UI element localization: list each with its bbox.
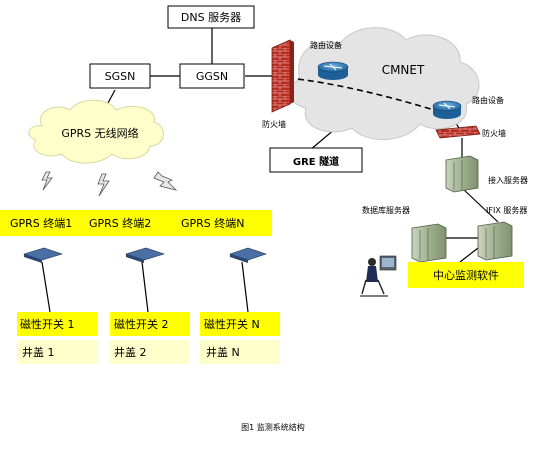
gprs-terminal-icon xyxy=(23,247,63,263)
firewall-label-2: 防火墙 xyxy=(482,128,506,138)
sgsn-box: SGSN xyxy=(89,63,151,89)
cmnet-cloud: CMNET xyxy=(289,27,480,140)
gprs-cloud-shape xyxy=(28,99,164,164)
gprs-terminal-icon xyxy=(229,247,267,263)
gre-tunnel-dashed-line xyxy=(287,77,441,113)
ifix-server-label: IFIX 服务器 xyxy=(486,205,527,215)
switch-1-label: 磁性开关 1 xyxy=(20,317,75,331)
cmnet-cloud-shape xyxy=(289,27,480,140)
terminal-row-background xyxy=(0,210,272,236)
switch-1-box: 磁性开关 1 xyxy=(17,312,97,336)
center-software-box: 中心监测软件 xyxy=(408,262,524,288)
ggsn-label: GGSN xyxy=(196,70,228,83)
access-server-label: 接入服务器 xyxy=(488,175,528,185)
figure-caption: 图1 监测系统结构 xyxy=(241,422,305,432)
terminal-n-label: GPRS 终端N xyxy=(181,216,245,230)
router-icon xyxy=(432,100,462,119)
dns-server-label: DNS 服务器 xyxy=(181,11,241,24)
terminal-2-label: GPRS 终端2 xyxy=(89,216,151,230)
gprs-network-label: GPRS 无线网络 xyxy=(61,126,138,140)
well-cover-n-label: 井盖 N xyxy=(206,345,240,359)
gre-tunnel-box: GRE 隧道 xyxy=(269,147,363,173)
switch-2-box: 磁性开关 2 xyxy=(110,312,190,336)
firewall-label-1: 防火墙 xyxy=(262,119,286,129)
gprs-network-cloud: GPRS 无线网络 xyxy=(28,99,164,164)
firewall-icon xyxy=(435,125,481,139)
switch-2-label: 磁性开关 2 xyxy=(114,317,169,331)
switch-n-box: 磁性开关 N xyxy=(200,312,280,336)
switch-n-label: 磁性开关 N xyxy=(204,317,260,331)
well-cover-1-box: 井盖 1 xyxy=(17,340,97,364)
ggsn-box: GGSN xyxy=(179,63,245,89)
firewall-icon xyxy=(271,39,294,113)
lightning-icon xyxy=(97,173,110,197)
router-label-1: 路由设备 xyxy=(310,40,342,50)
server-icon xyxy=(477,221,513,261)
center-software-label: 中心监测软件 xyxy=(433,268,499,282)
server-icon xyxy=(445,155,479,193)
well-cover-n-box: 井盖 N xyxy=(200,340,280,364)
wireless-signals xyxy=(41,171,178,197)
dns-server-box: DNS 服务器 xyxy=(167,5,255,29)
gprs-terminal-icon xyxy=(125,247,165,263)
link-terminal-switch-2 xyxy=(141,261,149,313)
terminal-1-label: GPRS 终端1 xyxy=(10,216,72,230)
connection-lines xyxy=(41,28,499,313)
lightning-icon xyxy=(153,171,178,191)
database-server-label: 数据库服务器 xyxy=(362,205,410,215)
router-label-2: 路由设备 xyxy=(472,95,504,105)
operator-icon xyxy=(360,255,397,297)
gre-tunnel-label: GRE 隧道 xyxy=(293,155,339,168)
router-icon xyxy=(317,61,349,80)
well-cover-2-box: 井盖 2 xyxy=(110,340,190,364)
link-terminal-switch-1 xyxy=(41,261,51,313)
link-access-ifix xyxy=(461,187,499,223)
well-cover-2-label: 井盖 2 xyxy=(114,345,147,359)
link-ifix-software xyxy=(459,247,479,263)
server-icon xyxy=(411,223,447,263)
cmnet-label: CMNET xyxy=(382,63,425,77)
lightning-icon xyxy=(41,171,53,191)
well-cover-1-label: 井盖 1 xyxy=(22,345,55,359)
link-terminal-switch-n xyxy=(241,261,249,313)
sgsn-label: SGSN xyxy=(105,70,136,83)
